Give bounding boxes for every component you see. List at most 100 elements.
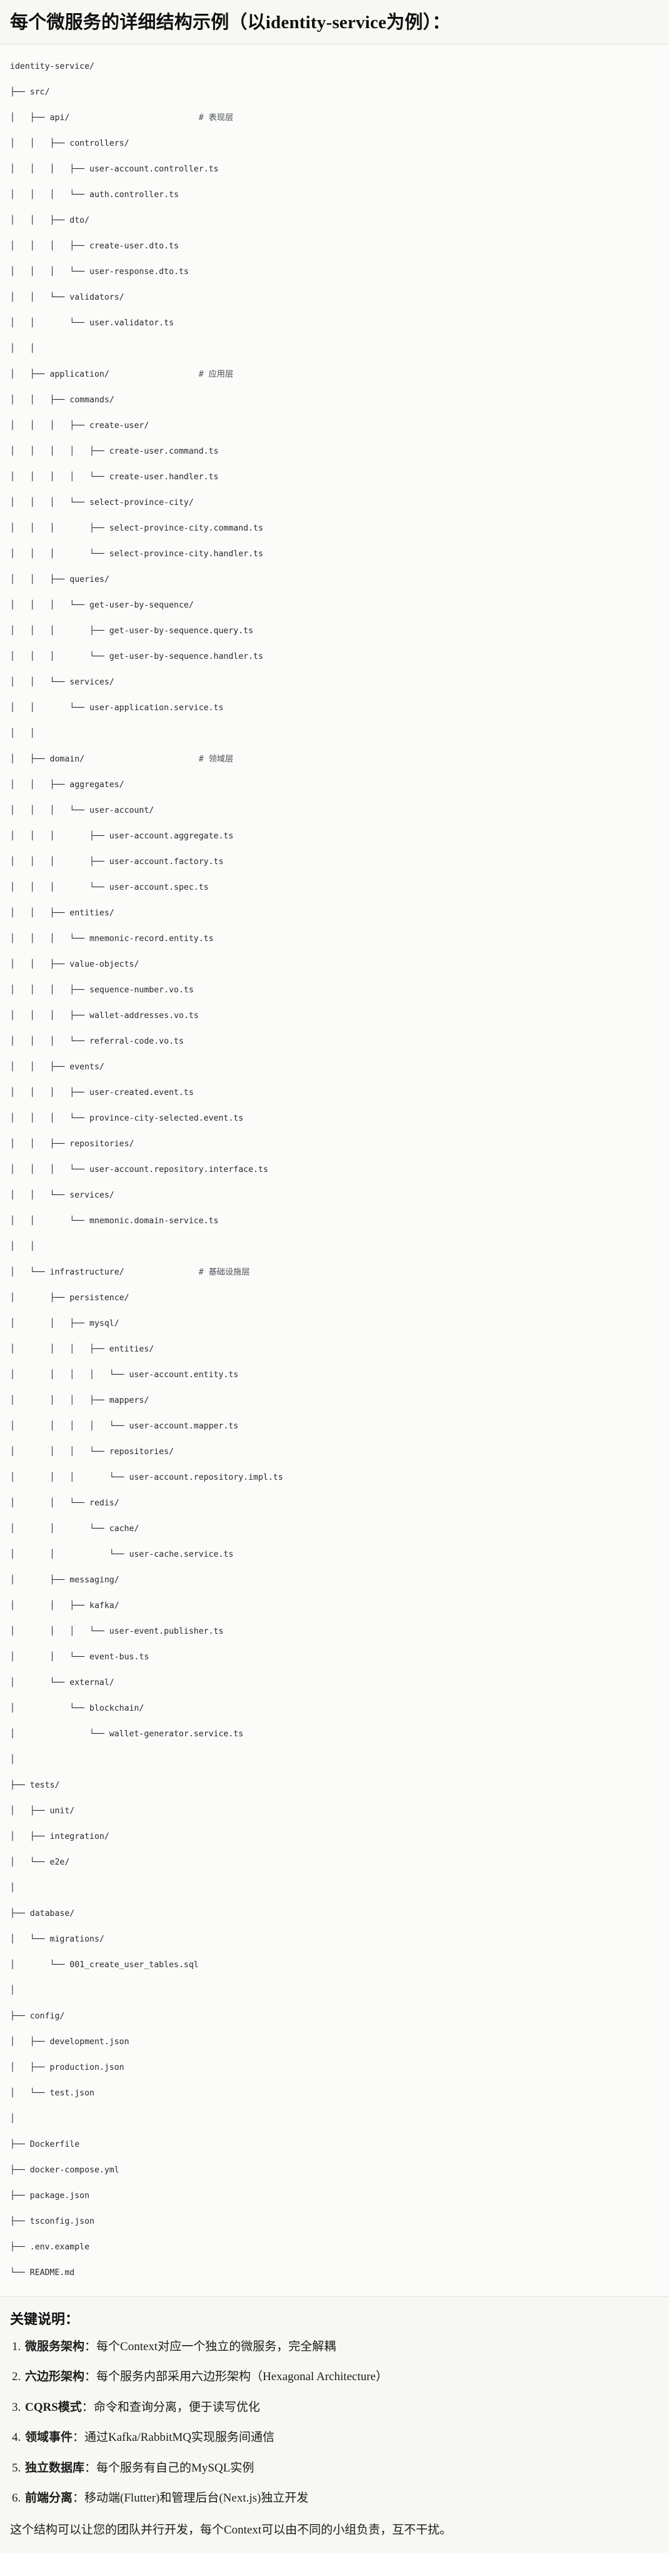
tree-line: │ │ ├── value-objects/ [10,960,139,970]
key-notes-list: 微服务架构：每个Context对应一个独立的微服务，完全解耦六边形架构：每个服务… [10,2338,659,2508]
tree-layer-comment: # 基础设施层 [198,1268,250,1278]
tree-line: │ │ │ └── repositories/ [10,1447,174,1457]
tree-line: │ [10,1986,15,1996]
tree-line: │ └── e2e/ [10,1858,70,1868]
key-note-item: 前端分离：移动端(Flutter)和管理后台(Next.js)独立开发 [24,2490,659,2508]
tree-line: │ │ │ └── auth.controller.ts [10,190,179,200]
tree-line: │ │ │ └── province-city-selected.event.t… [10,1114,244,1124]
tree-line: │ │ └── event-bus.ts [10,1652,149,1662]
key-note-term: CQRS模式 [25,2400,82,2414]
tree-line: │ │ └── redis/ [10,1499,119,1509]
tree-line: │ └── test.json [10,2089,94,2099]
tree-line: │ │ ├── events/ [10,1062,104,1072]
tree-layer-comment: # 应用层 [198,370,234,380]
tree-line: │ │ │ ├── create-user.dto.ts [10,242,179,252]
tree-line: │ │ │ ├── mappers/ [10,1396,149,1406]
key-note-description: 每个Context对应一个独立的微服务，完全解耦 [96,2339,336,2353]
tree-line: │ │ └── services/ [10,678,114,688]
tree-line: │ │ │ │ └── create-user.handler.ts [10,472,219,482]
tree-line: │ │ │ └── get-user-by-sequence.handler.t… [10,652,263,662]
tree-line: │ │ ├── aggregates/ [10,780,124,790]
tree-line: │ │ ├── commands/ [10,395,114,405]
tree-line: │ │ [10,344,35,354]
directory-tree: identity-service/ ├── src/ │ ├── api/ # … [10,61,659,2280]
tree-line: │ ├── integration/ [10,1832,109,1842]
closing-paragraph: 这个结构可以让您的团队并行开发，每个Context可以由不同的小组负责，互不干扰… [10,2523,452,2537]
tree-line: │ [10,1883,15,1893]
tree-line: │ │ ├── queries/ [10,575,109,585]
title-section: 每个微服务的详细结构示例（以identity-service为例）： [0,0,669,45]
tree-line: │ │ ├── kafka/ [10,1601,119,1611]
tree-line: │ │ │ ├── user-account.factory.ts [10,857,224,867]
tree-line: │ │ ├── entities/ [10,909,114,919]
tree-line: ├── database/ [10,1909,75,1919]
tree-line: │ │ │ ├── entities/ [10,1345,154,1355]
key-notes-section: 关键说明： 微服务架构：每个Context对应一个独立的微服务，完全解耦六边形架… [0,2296,669,2553]
tree-line: ├── .env.example [10,2243,90,2253]
tree-line: │ │ ├── dto/ [10,216,90,226]
tree-line: │ │ │ ├── get-user-by-sequence.query.ts [10,626,254,636]
tree-line: │ └── wallet-generator.service.ts [10,1729,244,1739]
tree-layer-comment: # 领域层 [198,755,234,765]
key-note-separator: ： [81,2400,94,2414]
tree-line: │ │ │ ├── wallet-addresses.vo.ts [10,1011,199,1021]
tree-line: │ │ │ │ └── user-account.entity.ts [10,1370,239,1380]
tree-line: │ │ └── user.validator.ts [10,318,174,328]
tree-line: │ └── migrations/ [10,1935,104,1945]
tree-line: │ [10,1755,15,1765]
tree-line: │ │ │ └── get-user-by-sequence/ [10,601,194,611]
key-note-description: 通过Kafka/RabbitMQ实现服务间通信 [84,2431,275,2445]
tree-line: │ │ [10,1242,35,1252]
tree-line: │ │ └── services/ [10,1191,114,1201]
tree-line: │ └── blockchain/ [10,1704,144,1714]
tree-line: │ │ │ └── select-province-city/ [10,498,194,508]
key-note-item: 独立数据库：每个服务有自己的MySQL实例 [24,2460,659,2478]
tree-line: ├── config/ [10,2012,65,2022]
tree-line: │ ├── development.json [10,2037,129,2047]
tree-line: identity-service/ [10,62,94,72]
directory-tree-block: identity-service/ ├── src/ │ ├── api/ # … [0,44,669,2297]
key-note-term: 领域事件 [25,2431,73,2445]
tree-line: │ ├── application/ # 应用层 [10,370,234,380]
key-note-description: 命令和查询分离，便于读写优化 [93,2400,260,2414]
tree-line: │ │ │ └── user-account.repository.impl.t… [10,1473,283,1483]
key-note-term: 前端分离 [25,2492,73,2505]
key-note-term: 独立数据库 [25,2461,85,2475]
tree-line: │ │ │ └── user-account.repository.interf… [10,1165,268,1175]
key-note-term: 六边形架构 [25,2370,85,2384]
tree-line: │ ├── messaging/ [10,1576,119,1586]
tree-line: │ │ └── cache/ [10,1524,139,1534]
key-note-item: 微服务架构：每个Context对应一个独立的微服务，完全解耦 [24,2338,659,2356]
tree-line: │ ├── domain/ # 领域层 [10,755,234,765]
tree-line: │ └── infrastructure/ # 基础设施层 [10,1268,250,1278]
key-note-description: 每个服务内部采用六边形架构（Hexagonal Architecture） [96,2370,388,2384]
key-note-item: CQRS模式：命令和查询分离，便于读写优化 [24,2399,659,2417]
tree-line: │ │ │ ├── select-province-city.command.t… [10,524,263,534]
tree-line: │ ├── persistence/ [10,1293,129,1303]
tree-line: │ │ ├── repositories/ [10,1139,134,1149]
key-note-description: 移动端(Flutter)和管理后台(Next.js)独立开发 [84,2492,309,2505]
key-note-separator: ： [84,2370,97,2384]
tree-line: │ │ │ │ ├── create-user.command.ts [10,447,219,457]
page-title: 每个微服务的详细结构示例（以identity-service为例）： [10,13,451,33]
key-note-item: 领域事件：通过Kafka/RabbitMQ实现服务间通信 [24,2429,659,2447]
key-note-separator: ： [84,2461,97,2475]
tree-line: │ │ ├── mysql/ [10,1319,119,1329]
key-notes-heading: 关键说明： [10,2311,79,2327]
tree-line: │ └── external/ [10,1678,114,1688]
tree-line: │ └── 001_create_user_tables.sql [10,1960,199,1970]
tree-line: │ [10,2114,15,2124]
tree-line: │ │ │ └── user-account.spec.ts [10,883,209,893]
tree-line: │ │ │ ├── user-created.event.ts [10,1088,194,1098]
tree-line: ├── tsconfig.json [10,2217,94,2227]
tree-line: │ │ │ └── user-event.publisher.ts [10,1627,224,1637]
key-note-separator: ： [73,2492,85,2505]
tree-line: │ │ │ │ └── user-account.mapper.ts [10,1422,239,1432]
tree-line: │ │ │ ├── user-account.aggregate.ts [10,832,234,842]
key-note-separator: ： [73,2431,85,2445]
key-note-item: 六边形架构：每个服务内部采用六边形架构（Hexagonal Architectu… [24,2368,659,2386]
tree-line: │ │ └── validators/ [10,293,124,303]
tree-line: ├── tests/ [10,1781,60,1791]
tree-line: │ │ │ └── select-province-city.handler.t… [10,549,263,559]
tree-layer-comment: # 表现层 [198,113,234,123]
